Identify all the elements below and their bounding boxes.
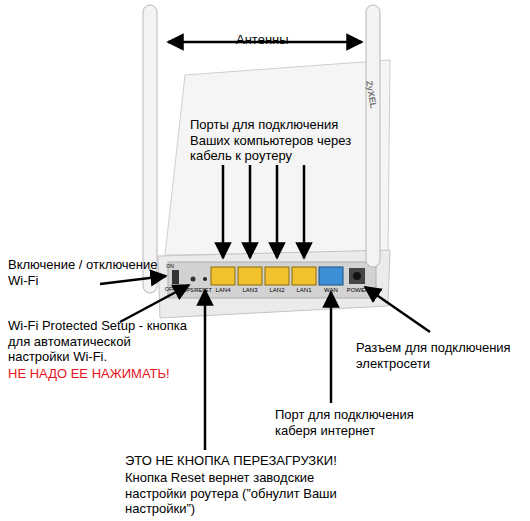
power-jack-hole xyxy=(353,272,361,280)
callout-text: Включение / отключение Wi-Fi xyxy=(8,257,158,288)
callout-text: Кнопка Reset вернет заводские настройки … xyxy=(125,470,375,517)
port-label: LAN3 xyxy=(238,287,262,294)
switch-label: OFF xyxy=(163,286,177,292)
leader-arrow xyxy=(330,292,333,403)
antenna xyxy=(366,5,380,267)
lan-port xyxy=(292,267,316,285)
wan-port xyxy=(319,267,343,285)
warning-text: НЕ НАДО ЕЕ НАЖИМАТЬ! xyxy=(8,366,198,382)
reset-hole xyxy=(203,277,207,281)
leader-arrow xyxy=(100,276,166,284)
port-label: WAN xyxy=(319,287,343,294)
callout-text: Порты для подключения Ваших компьютеров … xyxy=(190,117,362,164)
leader-arrow xyxy=(303,165,306,258)
callout-text: Порт для подключения каберя интернет xyxy=(275,407,447,438)
port-label: LAN4 xyxy=(211,287,235,294)
callout-text: Разъем для подключения электросети xyxy=(356,340,524,371)
port-label: LAN2 xyxy=(265,287,289,294)
port-panel xyxy=(168,262,376,298)
callout-text: Wi-Fi Protected Setup - кнопка для автом… xyxy=(8,318,190,365)
wifi-switch xyxy=(172,270,179,284)
warning-text: ЭТО НЕ КНОПКА ПЕРЕЗАГРУЗКИ! xyxy=(125,453,385,469)
lan-port xyxy=(238,267,262,285)
wps-button xyxy=(191,277,196,282)
leader-arrow xyxy=(204,290,207,450)
switch-label: ON xyxy=(163,263,177,269)
leader-arrow xyxy=(276,165,279,258)
button-label: WPS/RESET xyxy=(182,287,212,293)
lan-port xyxy=(265,267,289,285)
port-label: POWER xyxy=(343,287,373,294)
part-label: Антенны xyxy=(236,32,326,48)
lan-port xyxy=(211,267,235,285)
port-label: LAN1 xyxy=(292,287,316,294)
leader-arrow xyxy=(222,165,225,258)
leader-arrow xyxy=(120,285,189,322)
leader-arrow xyxy=(365,287,430,332)
leader-arrow xyxy=(249,165,252,258)
router-back xyxy=(158,250,390,318)
power-jack xyxy=(349,268,365,284)
antenna xyxy=(143,5,157,293)
